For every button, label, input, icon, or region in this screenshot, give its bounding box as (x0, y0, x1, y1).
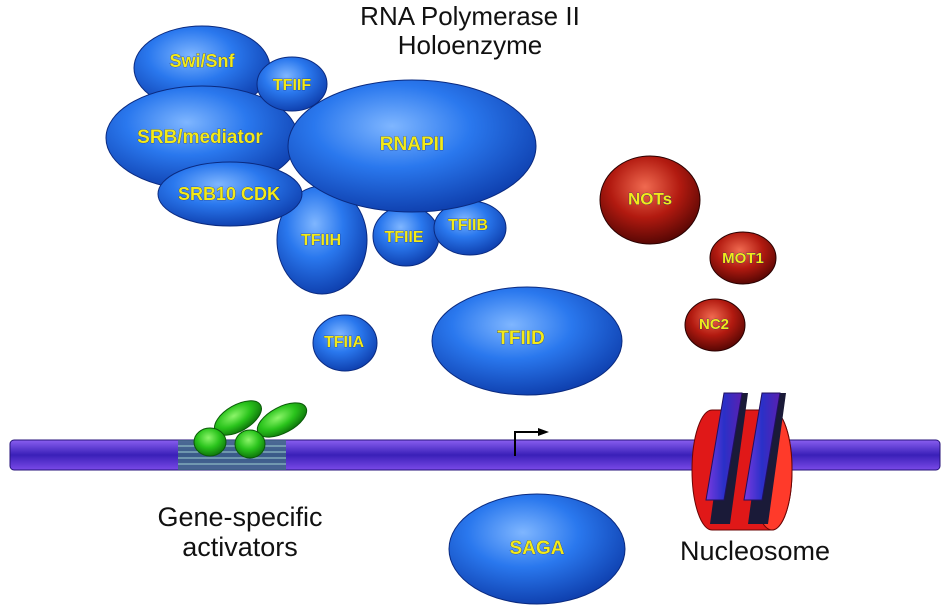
tfiih-complex: TFIIH (276, 185, 368, 295)
activators-caption: Gene-specific activators (110, 502, 370, 562)
rnapii-holoenzyme: Swi/Snf SRB/mediator TFIIF TFIIH TFIIE T… (105, 25, 537, 295)
srb-mediator-label: SRB/mediator (137, 127, 263, 148)
gene-specific-activators (193, 400, 308, 459)
tfiib-label: TFIIB (448, 217, 488, 234)
diagram-title: RNA Polymerase II Holoenzyme (300, 1, 640, 61)
saga-label: SAGA (510, 538, 565, 559)
tfiie-label: TFIIE (384, 229, 423, 246)
saga-complex: SAGA (448, 493, 626, 605)
nots-label: NOTs (628, 189, 672, 208)
nucleosome-caption: Nucleosome (679, 536, 831, 566)
activators-line-2: activators (182, 532, 298, 563)
nc2-complex: NC2 (684, 298, 746, 352)
nots-complex: NOTs (599, 155, 701, 245)
tfiie-complex: TFIIE (372, 205, 440, 267)
rnapii-label: RNAPII (380, 134, 444, 155)
tfiif-label: TFIIF (273, 77, 311, 94)
nucleosome-dna-wrap (705, 392, 743, 501)
tfiib-complex: TFIIB (433, 200, 507, 256)
mot1-label: MOT1 (722, 250, 764, 267)
tfiia-complex: TFIIA (312, 314, 378, 372)
bent-arrow-icon (514, 428, 549, 456)
dna-strand (9, 439, 941, 471)
srb10-cdk-complex: SRB10 CDK (157, 161, 303, 227)
activators-line-1: Gene-specific (157, 502, 323, 532)
rnapii-complex: RNAPII (287, 79, 537, 213)
nucleosome-dna-wrap (743, 392, 781, 501)
activator-blob (234, 429, 266, 459)
tfiia-label: TFIIA (324, 334, 364, 351)
nucleosome (691, 392, 793, 531)
nc2-label: NC2 (699, 316, 729, 333)
title-line-1: RNA Polymerase II (360, 1, 580, 31)
tfiid-label: TFIID (497, 328, 545, 349)
tfiid-complex: TFIID (431, 286, 623, 396)
activator-blob (193, 427, 227, 457)
tfiih-label: TFIIH (301, 232, 341, 249)
title-line-2: Holoenzyme (397, 30, 543, 61)
srb10-cdk-label: SRB10 CDK (178, 184, 280, 204)
swi-snf-label: Swi/Snf (169, 51, 235, 71)
mot1-complex: MOT1 (709, 231, 777, 285)
tfiif-complex: TFIIF (256, 56, 328, 112)
